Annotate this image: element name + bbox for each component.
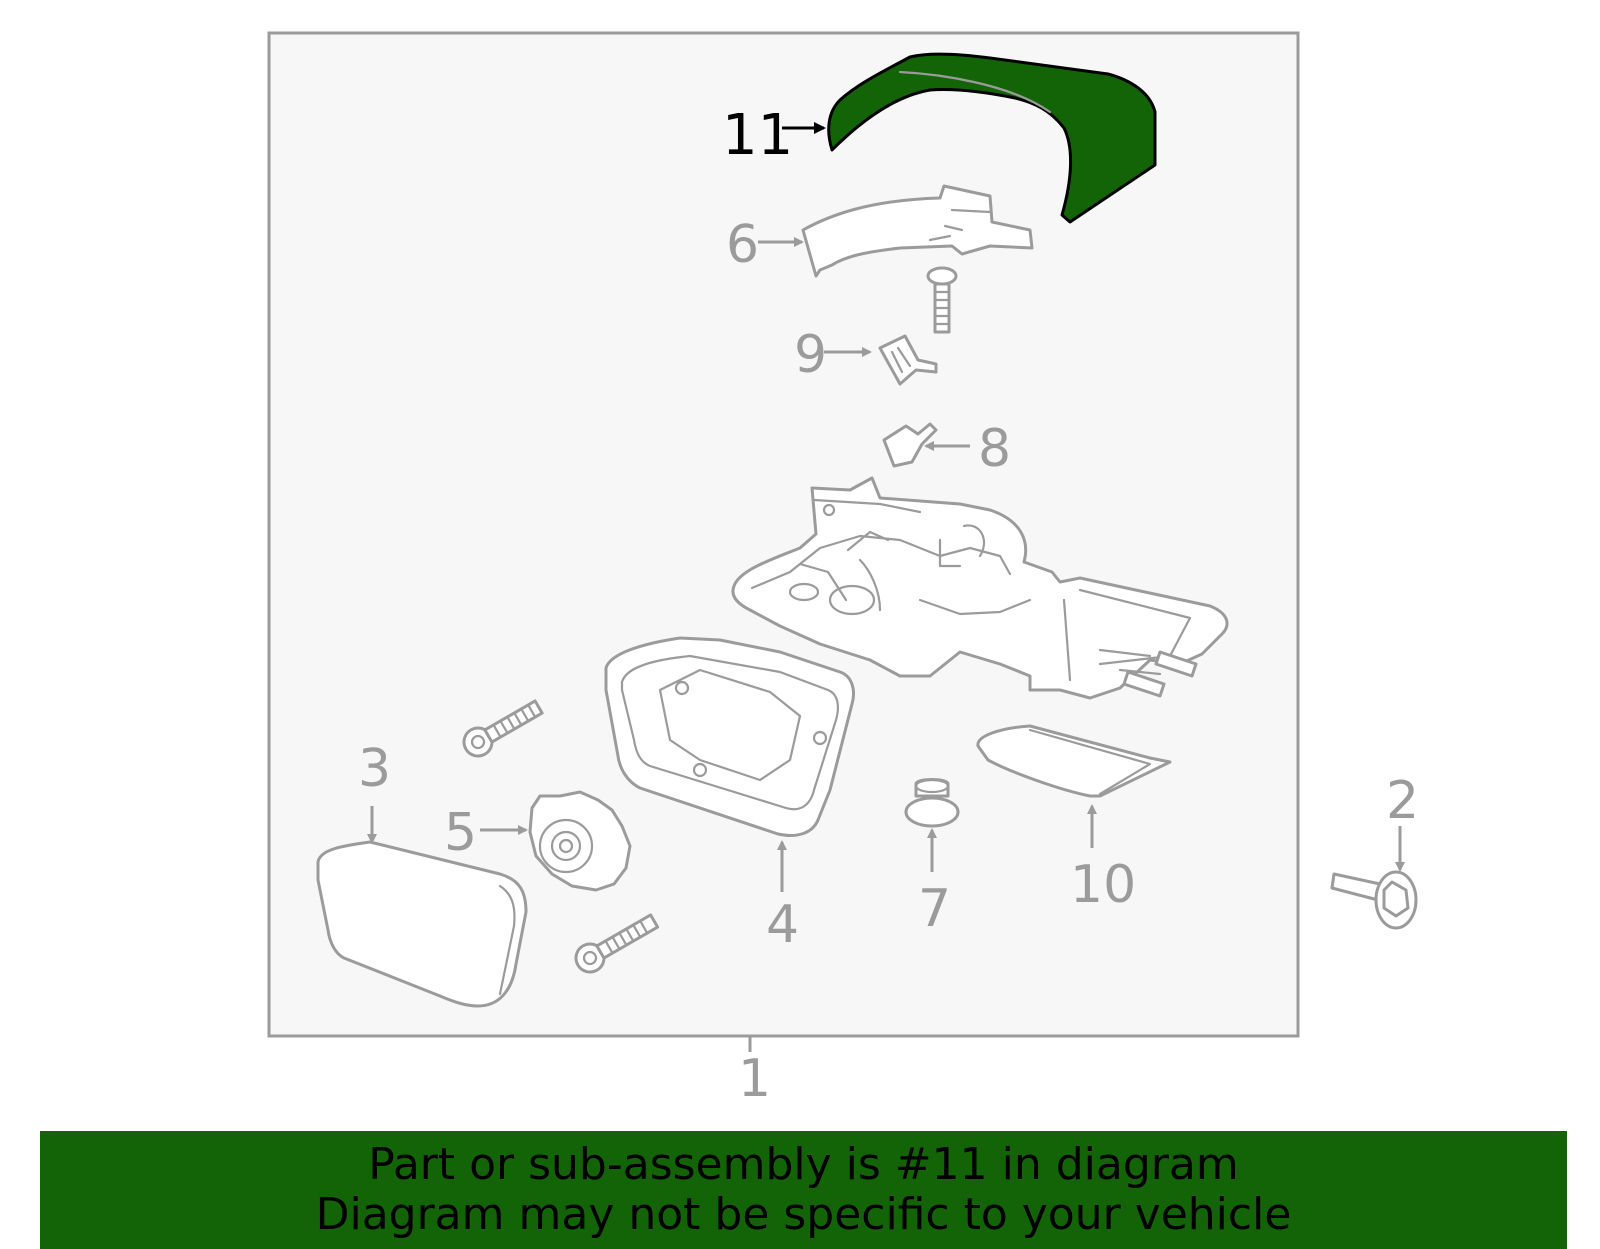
glass-holder-web xyxy=(658,668,828,782)
screw-upper[interactable] xyxy=(926,266,958,334)
callout-1: 1 xyxy=(738,1049,771,1109)
part-6-signal-lamp[interactable] xyxy=(801,184,1034,278)
part-2-bolt[interactable] xyxy=(1330,870,1418,930)
glass-holder-outer xyxy=(604,636,855,837)
info-banner: Part or sub-assembly is #11 in diagram D… xyxy=(40,1131,1567,1249)
part-7-grommet[interactable] xyxy=(904,778,960,828)
callout-7: 7 xyxy=(918,879,951,939)
clip-shape xyxy=(878,334,938,386)
callout-5: 5 xyxy=(444,803,477,863)
banner-line-1: Part or sub-assembly is #11 in diagram xyxy=(368,1139,1239,1190)
housing-detail xyxy=(750,498,1192,682)
callout-8: 8 xyxy=(978,419,1011,479)
housing-shape xyxy=(731,476,1229,700)
callout-6: 6 xyxy=(726,215,759,275)
callout-9: 9 xyxy=(794,325,827,385)
callout-2: 2 xyxy=(1386,771,1419,831)
bottom-cover-shape xyxy=(976,724,1172,798)
part-9-clip[interactable] xyxy=(878,334,938,386)
callout-11: 11 xyxy=(722,103,793,168)
part-11-mirror-cover[interactable] xyxy=(827,52,1157,224)
signal-lamp-detail xyxy=(928,208,992,242)
part-5-actuator[interactable] xyxy=(528,790,632,892)
housing-stud-b xyxy=(1122,670,1166,698)
socket-shape xyxy=(882,422,938,468)
part-8-socket[interactable] xyxy=(882,422,938,468)
callout-3: 3 xyxy=(358,739,391,799)
screw-mid[interactable] xyxy=(459,695,546,761)
callout-4: 4 xyxy=(766,895,799,955)
mirror-cover-shape xyxy=(827,52,1157,224)
housing-stud-a xyxy=(1154,650,1198,678)
banner-line-2: Diagram may not be specific to your vehi… xyxy=(315,1189,1292,1240)
signal-lamp-shape xyxy=(801,184,1034,278)
mirror-base-housing[interactable] xyxy=(731,476,1229,700)
mirror-cover-edge xyxy=(898,70,1052,114)
screw-lower[interactable] xyxy=(571,909,661,977)
part-4-glass-holder[interactable] xyxy=(604,636,855,837)
glass-holder-inner xyxy=(620,654,839,811)
callout-10: 10 xyxy=(1070,855,1136,915)
part-10-bottom-cover[interactable] xyxy=(976,724,1172,798)
